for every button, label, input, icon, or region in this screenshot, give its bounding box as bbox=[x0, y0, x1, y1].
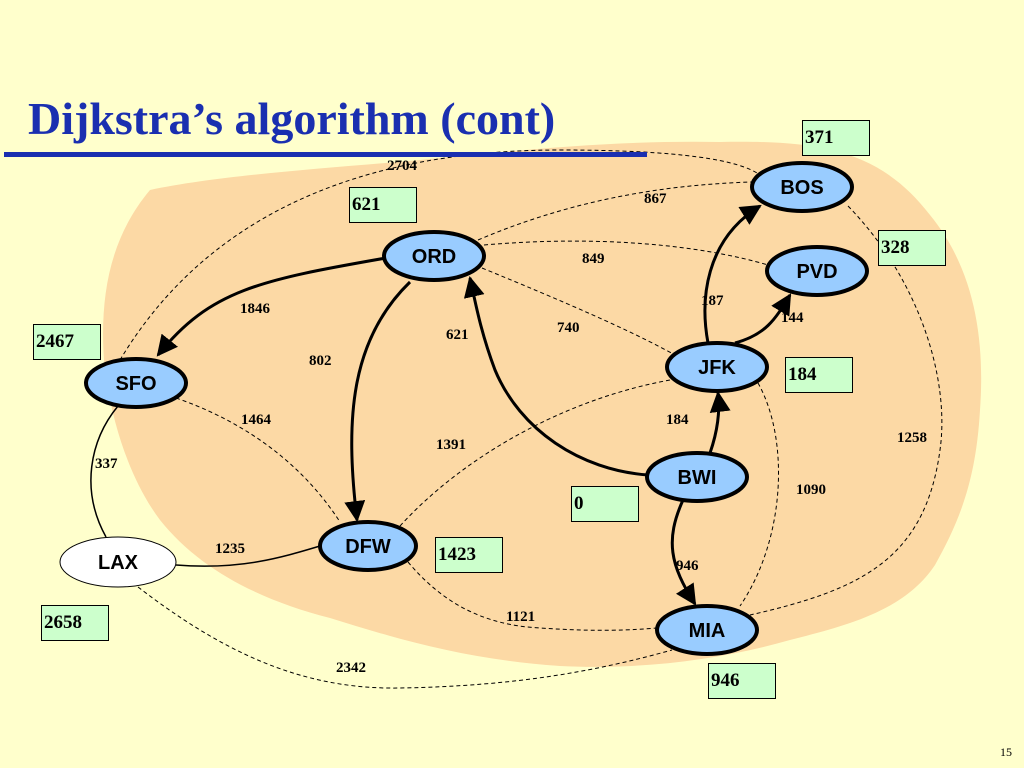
distance-box-mia: 946 bbox=[708, 663, 776, 699]
edge-weight-bwi-ord: 621 bbox=[446, 327, 469, 343]
edge-bos-mia bbox=[749, 205, 943, 616]
node-jfk-label: JFK bbox=[698, 357, 736, 379]
edge-weight-jfk-pvd: 144 bbox=[781, 310, 804, 326]
edge-bwi-mia bbox=[670, 499, 697, 606]
node-mia-label: MIA bbox=[689, 620, 726, 642]
edge-weight-ord-jfk: 740 bbox=[557, 320, 580, 336]
edge-weight-sfo-bos: 2704 bbox=[387, 158, 418, 174]
title-underline bbox=[4, 152, 647, 157]
node-ord-shape bbox=[382, 230, 486, 282]
edge-weight-ord-bos: 867 bbox=[644, 191, 667, 207]
cloud-region bbox=[103, 141, 982, 667]
slide-title: Dijkstra’s algorithm (cont) bbox=[28, 92, 555, 145]
node-dfw-label: DFW bbox=[345, 536, 391, 558]
distance-box-bos: 371 bbox=[802, 120, 870, 156]
edge-weight-bwi-mia: 946 bbox=[676, 558, 699, 574]
edge-weight-lax-dfw: 1235 bbox=[215, 541, 245, 557]
node-lax: LAX bbox=[59, 536, 177, 588]
edge-ord-jfk bbox=[481, 267, 676, 356]
node-bos-shape bbox=[750, 161, 854, 213]
node-pvd: PVD bbox=[765, 245, 869, 297]
edge-lax-dfw bbox=[175, 545, 321, 567]
edge-weight-ord-sfo: 1846 bbox=[240, 301, 271, 317]
edge-ord-bos bbox=[477, 181, 753, 241]
node-bos-label: BOS bbox=[780, 177, 823, 199]
node-pvd-label: PVD bbox=[796, 261, 837, 283]
node-mia-shape bbox=[655, 604, 759, 656]
edge-bwi-ord bbox=[463, 275, 649, 477]
edge-weight-jfk-mia: 1090 bbox=[796, 482, 826, 498]
edge-weight-lax-mia: 2342 bbox=[336, 660, 366, 676]
edge-jfk-bos bbox=[703, 204, 762, 344]
node-sfo-shape bbox=[84, 357, 188, 409]
node-ord-label: ORD bbox=[412, 246, 456, 268]
edge-sfo-lax bbox=[90, 405, 119, 538]
edge-dfw-jfk bbox=[399, 379, 671, 527]
edge-weight-bwi-jfk: 184 bbox=[666, 412, 689, 428]
node-lax-label: LAX bbox=[98, 552, 139, 574]
edge-dfw-mia bbox=[407, 561, 659, 631]
slide-title-text: Dijkstra’s algorithm (cont) bbox=[28, 93, 556, 144]
distance-box-bwi: 0 bbox=[571, 486, 639, 522]
edge-jfk-pvd bbox=[734, 293, 792, 345]
node-jfk-shape bbox=[665, 341, 769, 393]
node-pvd-shape bbox=[765, 245, 869, 297]
distance-box-ord: 621 bbox=[349, 187, 417, 223]
edge-ord-dfw bbox=[344, 280, 412, 523]
edge-weight-sfo-lax: 337 bbox=[95, 456, 118, 472]
node-bwi-label: BWI bbox=[678, 467, 717, 489]
node-mia: MIA bbox=[655, 604, 759, 656]
edge-weight-dfw-mia: 1121 bbox=[506, 609, 535, 625]
edge-weight-ord-dfw: 802 bbox=[309, 353, 332, 369]
edge-jfk-mia bbox=[739, 382, 780, 607]
edge-ord-sfo bbox=[156, 256, 387, 357]
distance-box-jfk: 184 bbox=[785, 357, 853, 393]
node-lax-shape bbox=[59, 536, 177, 588]
node-bwi-shape bbox=[645, 451, 749, 503]
node-bwi: BWI bbox=[645, 451, 749, 503]
edge-weight-ord-pvd: 849 bbox=[582, 251, 605, 267]
edge-sfo-dfw bbox=[175, 397, 341, 523]
node-ord: ORD bbox=[382, 230, 486, 282]
edge-weight-bos-mia: 1258 bbox=[897, 430, 927, 446]
edge-bwi-jfk bbox=[708, 390, 731, 454]
distance-box-sfo: 2467 bbox=[33, 324, 101, 360]
edge-ord-pvd bbox=[483, 240, 769, 266]
node-bos: BOS bbox=[750, 161, 854, 213]
edge-weight-jfk-bos: 187 bbox=[701, 293, 724, 309]
distance-box-pvd: 328 bbox=[878, 230, 946, 266]
node-sfo-label: SFO bbox=[115, 373, 156, 395]
distance-box-dfw: 1423 bbox=[435, 537, 503, 573]
edge-lax-mia bbox=[137, 586, 673, 689]
node-jfk: JFK bbox=[665, 341, 769, 393]
edge-weight-sfo-dfw: 1464 bbox=[241, 412, 272, 428]
node-dfw-shape bbox=[318, 520, 418, 572]
distance-box-lax: 2658 bbox=[41, 605, 109, 641]
edge-weight-dfw-jfk: 1391 bbox=[436, 437, 466, 453]
node-dfw: DFW bbox=[318, 520, 418, 572]
page-number: 15 bbox=[1000, 745, 1012, 759]
node-sfo: SFO bbox=[84, 357, 188, 409]
